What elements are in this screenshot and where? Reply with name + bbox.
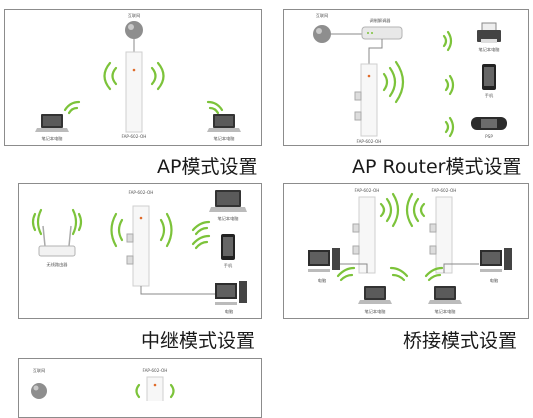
ap-mode-diagram: 互联网 FAP-602-OH 笔记本电脑 笔记本电脑 (35, 12, 241, 142)
laptop-icon (209, 190, 247, 212)
laptop-label: 笔记本电脑 (435, 308, 456, 315)
bridge-mode-title: 桥接模式设置 (403, 330, 518, 352)
laptop-icon (35, 114, 69, 132)
modem-label: 调制解调器 (370, 17, 392, 24)
ap-router-mode-title: AP Router模式设置 (352, 156, 522, 178)
laptop-label: 笔记本电脑 (365, 308, 386, 315)
access-point-device (146, 376, 164, 401)
repeater-mode-title: 中继模式设置 (141, 330, 256, 352)
wifi-signal-icon (135, 383, 175, 399)
laptop-icon (207, 114, 241, 132)
internet-label: 互联网 (33, 367, 46, 374)
internet-label: 互联网 (128, 12, 141, 19)
access-point-device (429, 196, 453, 274)
device-model-label: FAP-602-OH (432, 188, 457, 193)
panel-partial-mode: 互联网 FAP-602-OH (18, 358, 262, 418)
laptop-label: 笔记本电脑 (218, 215, 239, 222)
globe-icon (125, 21, 143, 39)
bridge-mode-diagram: FAP-602-OH FAP-602-OH 电脑 (308, 188, 512, 315)
access-point-device (354, 63, 378, 137)
access-point-device (125, 51, 143, 133)
desktop-computer-icon (308, 248, 340, 272)
device-model-label: FAP-602-OH (122, 134, 147, 139)
laptop-icon (358, 286, 392, 304)
ap-router-mode-diagram: 互联网 调制解调器 FAP-602-OH 笔记 (313, 12, 507, 144)
laptop-label: 笔记本电脑 (42, 135, 63, 142)
printer-label: 笔记本电脑 (479, 46, 500, 53)
desktop-computer-icon (480, 248, 512, 272)
globe-icon (313, 25, 331, 43)
phone-label: 手机 (485, 92, 494, 99)
pc-label: 电脑 (225, 308, 233, 315)
panel-bridge-mode: FAP-602-OH FAP-602-OH 电脑 (283, 183, 529, 319)
device-model-label: FAP-602-OH (129, 190, 154, 195)
mobile-phone-icon (482, 64, 496, 90)
phone-label: 手机 (224, 262, 233, 269)
globe-icon (31, 383, 47, 399)
panel-ap-router-mode: 互联网 调制解调器 FAP-602-OH 笔记 (283, 9, 529, 146)
partial-mode-diagram: 互联网 FAP-602-OH (31, 367, 175, 401)
access-point-device (352, 196, 376, 274)
access-point-device (126, 205, 150, 287)
repeater-mode-diagram: FAP-602-OH 无线路由器 笔记本电脑 (31, 190, 247, 315)
game-console-icon (471, 117, 507, 130)
psp-label: PSP (485, 134, 493, 139)
wireless-router-icon (38, 225, 76, 257)
modem-icon (361, 26, 403, 40)
laptop-icon (428, 286, 462, 304)
pc-label: 电脑 (318, 277, 326, 284)
device-model-label: FAP-602-OH (143, 368, 168, 373)
internet-label: 互联网 (316, 12, 329, 19)
panel-ap-mode: 互联网 FAP-602-OH 笔记本电脑 笔记本电脑 (4, 9, 262, 146)
laptop-label: 笔记本电脑 (214, 135, 235, 142)
router-label: 无线路由器 (47, 261, 69, 268)
mobile-phone-icon (221, 234, 235, 260)
wifi-signal-icon (336, 192, 444, 282)
pc-label: 电脑 (490, 277, 498, 284)
wifi-signal-icon (63, 61, 224, 115)
printer-icon (477, 22, 501, 43)
wifi-signal-icon (31, 208, 211, 250)
desktop-computer-icon (215, 281, 247, 305)
device-model-label: FAP-602-OH (355, 188, 380, 193)
wifi-signal-icon (382, 30, 455, 138)
panel-repeater-mode: FAP-602-OH 无线路由器 笔记本电脑 (18, 183, 262, 319)
device-model-label: FAP-602-OH (357, 139, 382, 144)
ap-mode-title: AP模式设置 (157, 156, 258, 178)
